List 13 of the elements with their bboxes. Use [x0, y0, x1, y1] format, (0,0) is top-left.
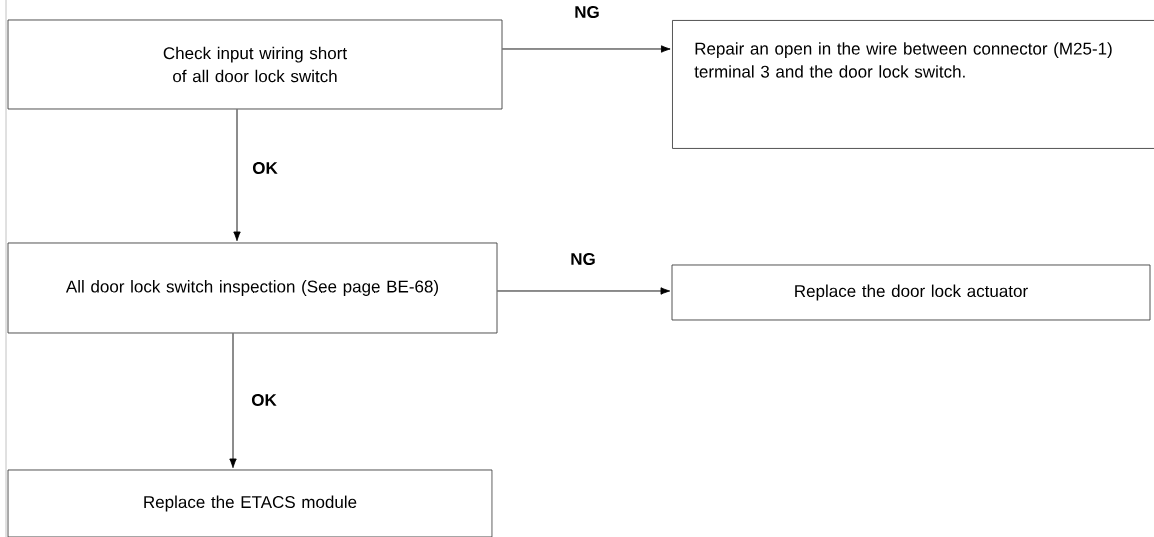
edge-label: OK	[250, 393, 278, 407]
process-box: All door lock switch inspection (See page BE-68)	[7, 242, 498, 334]
edge-label: NG	[573, 5, 601, 19]
process-box: Replace the door lock actuator	[671, 264, 1151, 321]
arrow	[497, 287, 671, 295]
arrow	[233, 109, 241, 242]
arrow	[502, 45, 671, 53]
edge-label: OK	[251, 161, 279, 175]
arrow	[229, 333, 237, 469]
edge-label: NG	[569, 251, 597, 266]
process-box: Check input wiring short of all door lock switch	[7, 19, 503, 110]
process-box: Replace the ETACS module	[7, 469, 493, 537]
process-box: Repair an open in the wire between connector (M25-1) terminal 3 and the door lock switch.	[672, 20, 1154, 149]
